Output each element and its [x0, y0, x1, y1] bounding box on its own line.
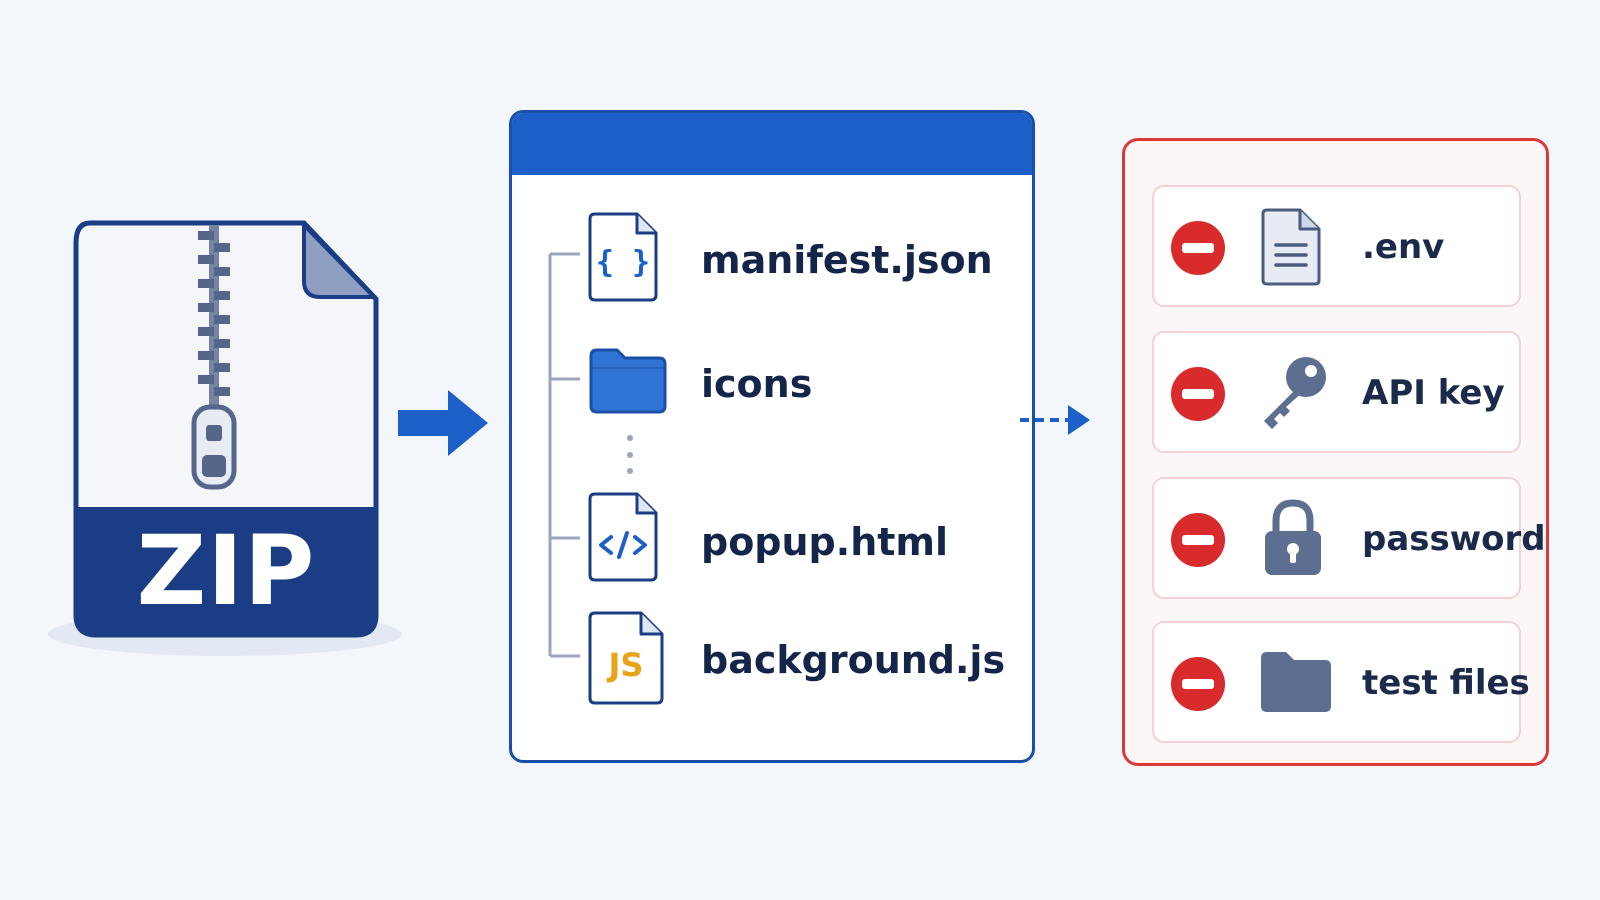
blocked-icon	[1171, 657, 1225, 711]
blocked-icon	[1171, 221, 1225, 275]
file-label-icons: icons	[701, 362, 813, 406]
blocked-icon	[1171, 367, 1225, 421]
file-label-popup: popup.html	[701, 520, 949, 564]
excluded-label-password: password	[1362, 519, 1546, 559]
file-label-background: background.js	[701, 638, 1006, 682]
excluded-item-test-files: test files	[1152, 621, 1530, 743]
excluded-item-env: .env	[1152, 185, 1521, 307]
included-files-panel: { } manifest.json icons popup.html JS ba…	[509, 110, 1035, 763]
key-icon	[1264, 357, 1326, 429]
excluded-label-api-key: API key	[1362, 373, 1505, 413]
excluded-item-api-key: API key	[1152, 331, 1521, 453]
excluded-item-password: password	[1152, 477, 1546, 599]
folder-icon	[589, 348, 667, 414]
html-file-icon	[588, 492, 658, 582]
excluded-label-env: .env	[1362, 227, 1445, 267]
js-badge: JS	[607, 646, 644, 684]
zip-file-icon	[73, 220, 379, 638]
arrow-right-icon	[398, 390, 488, 456]
zip-label: ZIP	[136, 515, 316, 627]
folder-icon	[1261, 652, 1331, 712]
excluded-label-test-files: test files	[1362, 663, 1530, 703]
svg-text:{ }: { }	[596, 245, 650, 280]
document-icon	[1261, 208, 1321, 286]
lock-icon	[1265, 499, 1321, 575]
file-label-manifest: manifest.json	[701, 238, 993, 282]
tree-connector-lines	[548, 252, 633, 658]
excluded-items-panel: .env API key password	[1122, 138, 1549, 766]
panel-title-bar	[512, 113, 1032, 175]
js-file-icon: JS	[588, 611, 664, 705]
blocked-icon	[1171, 513, 1225, 567]
dashed-arrow-right-icon	[1020, 405, 1090, 435]
json-file-icon: { }	[588, 212, 658, 302]
